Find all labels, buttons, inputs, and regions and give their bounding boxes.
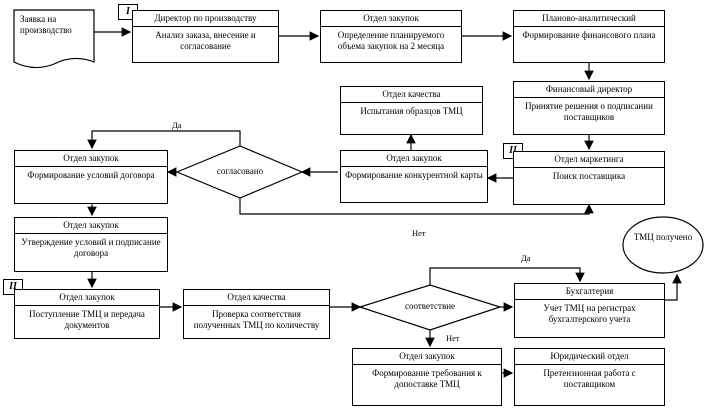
label-no-mid: Нет xyxy=(412,228,426,238)
box-director: Директор по производству Анализ заказа, … xyxy=(132,10,279,63)
box-purchase-4: Отдел закупок Утверждение условий и подп… xyxy=(14,217,168,272)
box-legal-head: Юридический отдел xyxy=(515,349,664,365)
box-accounting-body: Учет ТМЦ на регистрах бухгалтерского уче… xyxy=(543,303,636,324)
label-yes-right: Да xyxy=(521,253,531,263)
box-purchase-1: Отдел закупок Определение планируемого о… xyxy=(320,10,462,63)
box-purchase-6-body: Формирование требования к допоставке ТМЦ xyxy=(372,368,482,389)
box-legal: Юридический отдел Претензионная работа с… xyxy=(514,348,665,406)
box-purchase-3: Отдел закупок Формирование условий догов… xyxy=(14,150,168,204)
box-quality-1-body: Испытания образцов ТМЦ xyxy=(360,106,463,116)
box-accounting-head: Бухгалтерия xyxy=(515,284,664,300)
box-findir: Финансовый директор Принятие решения о п… xyxy=(513,81,665,135)
box-purchase-4-body: Утверждение условий и подписание договор… xyxy=(21,237,161,258)
box-purchase-3-head: Отдел закупок xyxy=(15,151,167,167)
end-node-label: ТМЦ получено xyxy=(633,232,693,242)
box-quality-1: Отдел качества Испытания образцов ТМЦ xyxy=(340,86,483,135)
box-marketing: Отдел маркетинга Поиск поставщика xyxy=(513,151,665,205)
label-no-bottom: Нет xyxy=(446,333,460,343)
diamond-approval: согласовано xyxy=(216,166,264,176)
box-purchase-2-head: Отдел закупок xyxy=(341,151,487,167)
box-quality-1-head: Отдел качества xyxy=(341,87,482,103)
diamond-match: соответствие xyxy=(404,301,456,311)
box-director-body: Анализ заказа, внесение и согласование xyxy=(155,30,256,51)
box-purchase-1-head: Отдел закупок xyxy=(321,11,461,27)
box-purchase-3-body: Формирование условий договора xyxy=(27,170,155,180)
box-marketing-body: Поиск поставщика xyxy=(552,171,626,181)
box-accounting: Бухгалтерия Учет ТМЦ на регистрах бухгал… xyxy=(514,283,665,338)
box-purchase-6-head: Отдел закупок xyxy=(353,349,501,365)
box-purchase-6: Отдел закупок Формирование требования к … xyxy=(352,348,502,406)
label-yes-top: Да xyxy=(172,120,182,130)
box-findir-body: Принятие решения о подписании поставщико… xyxy=(525,101,653,122)
box-legal-body: Претензионная работа с поставщиком xyxy=(543,368,636,389)
box-planning: Планово-аналитический Формирование финан… xyxy=(513,10,665,63)
box-director-head: Директор по производству xyxy=(133,11,278,27)
box-quality-2-body: Проверка соответствия полученных ТМЦ по … xyxy=(193,309,320,330)
box-purchase-2: Отдел закупок Формирование конкурентной … xyxy=(340,150,488,203)
box-purchase-5-head: Отдел закупок xyxy=(15,290,159,306)
box-planning-body: Формирование финансового плана xyxy=(522,30,656,40)
box-purchase-1-body: Определение планируемого объема закупок … xyxy=(337,30,445,51)
box-purchase-5-body: Поступление ТМЦ и передача документов xyxy=(29,309,145,330)
box-planning-head: Планово-аналитический xyxy=(514,11,664,27)
box-purchase-4-head: Отдел закупок xyxy=(15,218,167,234)
start-document: Заявка на производство xyxy=(20,14,90,36)
box-findir-head: Финансовый директор xyxy=(514,82,664,98)
end-node: ТМЦ получено xyxy=(633,232,693,242)
box-marketing-head: Отдел маркетинга xyxy=(514,152,664,168)
box-quality-2: Отдел качества Проверка соответствия пол… xyxy=(183,289,330,339)
start-document-label: Заявка на производство xyxy=(20,14,72,35)
box-purchase-2-body: Формирование конкурентной карты xyxy=(345,170,483,180)
box-purchase-5: Отдел закупок Поступление ТМЦ и передача… xyxy=(14,289,160,339)
box-quality-2-head: Отдел качества xyxy=(184,290,329,306)
